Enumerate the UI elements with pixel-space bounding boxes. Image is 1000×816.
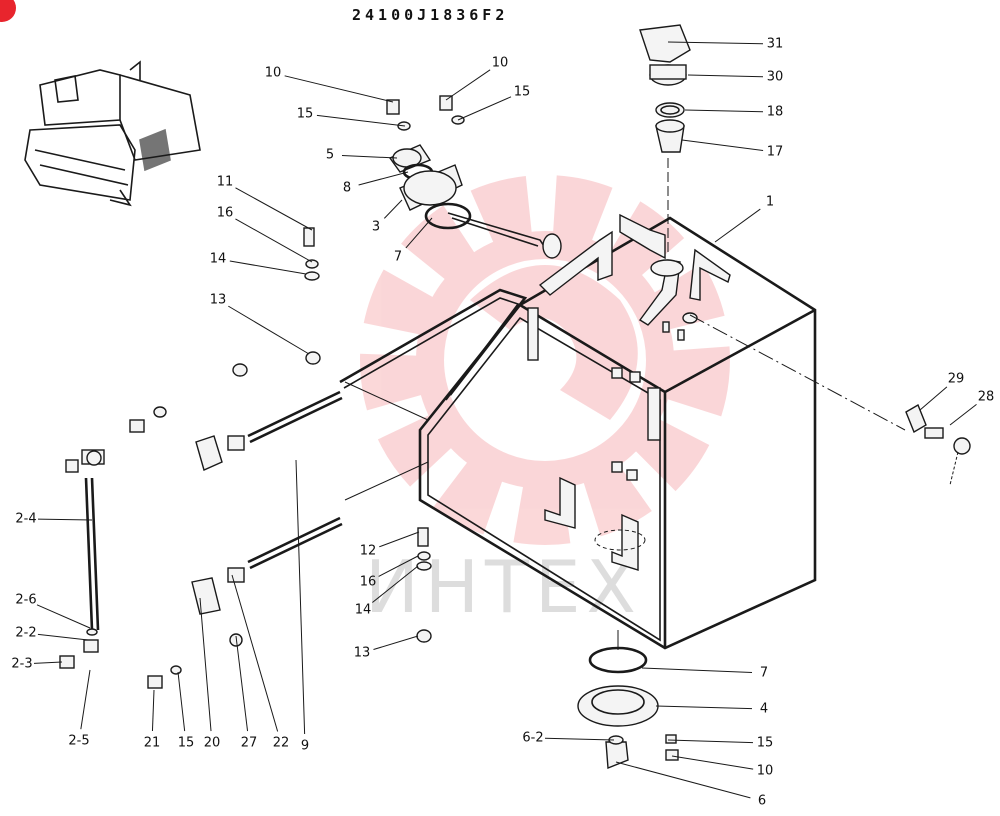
leader-line [235, 187, 313, 231]
leader-line [358, 171, 409, 186]
leader-line [378, 555, 419, 577]
drain-fittings [689, 314, 971, 486]
bottom-drain [577, 630, 679, 770]
excavator-thumbnail [24, 60, 201, 207]
part-labels: 3130181711010151558371116141329282-42-62… [11, 37, 994, 809]
leader-line [341, 155, 398, 159]
suction-pipe-inner [343, 297, 520, 401]
leader-line [373, 635, 419, 650]
part-label: 5 [326, 148, 334, 163]
part-label: 2-5 [68, 734, 89, 749]
leader-line [379, 531, 420, 548]
leader-line [36, 604, 91, 629]
leader-line [316, 114, 406, 127]
leader-line [37, 518, 93, 521]
part-label: 9 [301, 739, 309, 754]
bolts [303, 227, 432, 643]
part-label: 15 [514, 85, 531, 100]
leader-line [671, 755, 754, 770]
part-label: 29 [948, 372, 965, 387]
leader-line [655, 705, 753, 710]
leader-line [33, 661, 63, 664]
part-label: 11 [217, 175, 234, 190]
part-label: 15 [297, 107, 314, 122]
part-label: 21 [144, 736, 161, 751]
leader-line [405, 217, 433, 249]
leader-line [445, 69, 491, 101]
leader-line [667, 739, 754, 744]
part-label: 27 [241, 736, 258, 751]
pipe-end [542, 233, 562, 259]
leader-line [949, 403, 977, 426]
part-label: 16 [217, 206, 234, 221]
part-label: 13 [210, 293, 227, 308]
part-label: 2-2 [15, 626, 36, 641]
leader-line [687, 74, 764, 78]
leader-line [681, 139, 764, 151]
part-label: 15 [178, 736, 195, 751]
leader-line [199, 597, 212, 732]
part-label: 7 [760, 666, 768, 681]
part-label: 31 [767, 37, 784, 52]
part-label: 13 [354, 646, 371, 661]
drawing-number: 24100J1836F2 [352, 6, 508, 24]
part-label: 30 [767, 70, 784, 85]
part-label: 2-4 [15, 512, 36, 527]
filler-cap-stack [639, 24, 691, 255]
part-label: 14 [210, 252, 227, 267]
part-label: 2-3 [11, 657, 32, 672]
leader-line [667, 41, 764, 45]
leader-line [231, 574, 279, 732]
leader-line [457, 96, 512, 121]
part-label: 2-6 [15, 593, 36, 608]
leader-line [714, 208, 761, 243]
leader-line [284, 75, 394, 103]
part-label: 14 [355, 603, 372, 618]
part-label: 6 [758, 794, 766, 809]
part-label: 28 [978, 390, 995, 405]
leader-line [641, 667, 753, 674]
part-label: 3 [372, 220, 380, 235]
leader-line [383, 199, 403, 219]
leader-line [919, 386, 948, 411]
leader-line [544, 737, 615, 741]
part-label: 20 [204, 736, 221, 751]
leader-line [372, 565, 419, 603]
flange-assembly [386, 95, 472, 230]
leader-line [177, 671, 186, 732]
gauge-assembly [59, 363, 429, 689]
leader-line [37, 633, 89, 641]
part-label: 16 [360, 575, 377, 590]
part-label: 1 [766, 195, 774, 210]
leader-lines [33, 41, 977, 799]
leader-line [229, 260, 307, 275]
part-label: 18 [767, 105, 784, 120]
part-label: 12 [360, 544, 377, 559]
part-label: 17 [767, 145, 784, 160]
part-label: 6-2 [522, 731, 543, 746]
part-label: 10 [757, 764, 774, 779]
leader-line [615, 761, 751, 799]
part-label: 15 [757, 736, 774, 751]
leader-line [295, 459, 306, 735]
part-label: 4 [760, 702, 768, 717]
leader-line [80, 669, 91, 730]
corner-marker [0, 0, 16, 22]
leader-line [151, 689, 155, 732]
suction-pipe [339, 288, 528, 396]
part-label: 8 [343, 181, 351, 196]
leader-line [228, 305, 310, 355]
part-label: 22 [273, 736, 290, 751]
part-label: 7 [394, 250, 402, 265]
watermark-text: ИНТЕХ [365, 545, 642, 629]
fuel-tank [418, 213, 817, 650]
leader-line [684, 109, 764, 113]
part-label: 10 [492, 56, 509, 71]
part-label: 10 [265, 66, 282, 81]
leader-line [235, 635, 249, 732]
leader-line [235, 218, 313, 263]
